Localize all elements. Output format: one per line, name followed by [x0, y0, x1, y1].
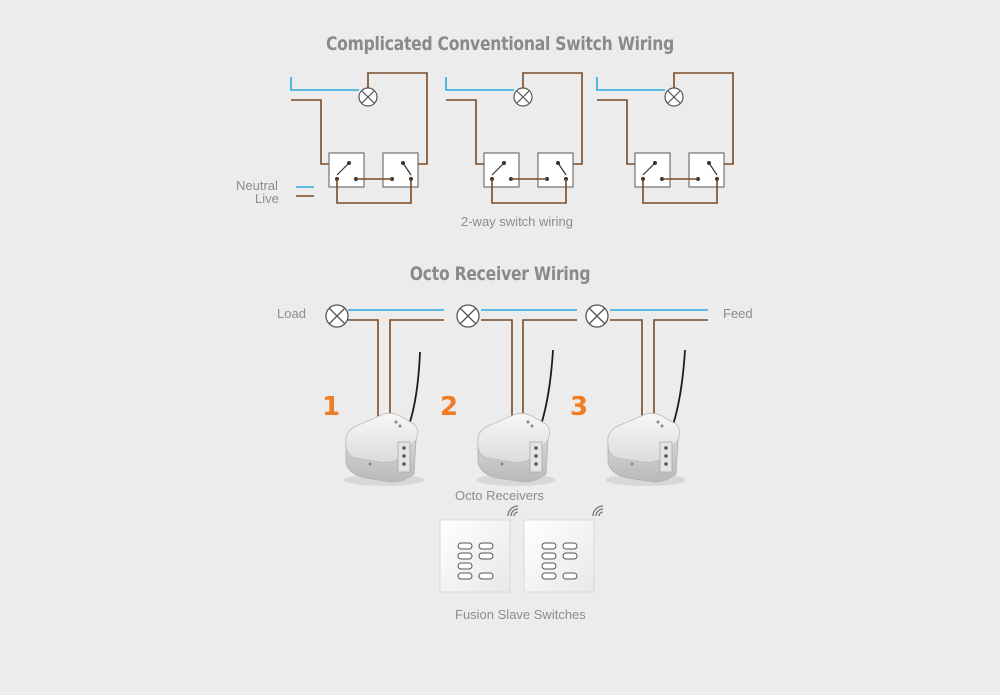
two-way-switch-circuit-3	[596, 72, 734, 204]
wireless-signal-icon-2	[592, 505, 604, 517]
receiver-number-2: 2	[440, 392, 459, 422]
receiver-number-1: 1	[322, 392, 341, 422]
octo-live-bus	[348, 319, 708, 420]
fusion-slave-switch-2	[523, 519, 595, 593]
two-way-switch-circuit-2	[445, 72, 583, 204]
two-way-caption: 2-way switch wiring	[461, 214, 573, 229]
octo-wiring-title: Octo Receiver Wiring	[409, 263, 591, 285]
legend-live-label: Live	[255, 191, 279, 206]
octo-receiver-1	[343, 412, 425, 487]
fusion-slave-switch-1	[439, 519, 511, 593]
load-lamp-1	[325, 304, 349, 328]
slave-switches-caption: Fusion Slave Switches	[455, 607, 586, 622]
load-label: Load	[277, 306, 306, 321]
receiver-number-3: 3	[570, 392, 589, 422]
octo-receiver-3	[605, 412, 687, 487]
load-lamp-3	[585, 304, 609, 328]
octo-receiver-2	[475, 412, 557, 487]
wireless-signal-icon-1	[507, 505, 519, 517]
load-lamp-2	[456, 304, 480, 328]
feed-label: Feed	[723, 306, 753, 321]
legend-neutral-label: Neutral	[236, 178, 278, 193]
conventional-wiring-title: Complicated Conventional Switch Wiring	[325, 33, 675, 55]
octo-receivers-caption: Octo Receivers	[455, 488, 544, 503]
two-way-switch-circuit-1	[290, 72, 428, 204]
